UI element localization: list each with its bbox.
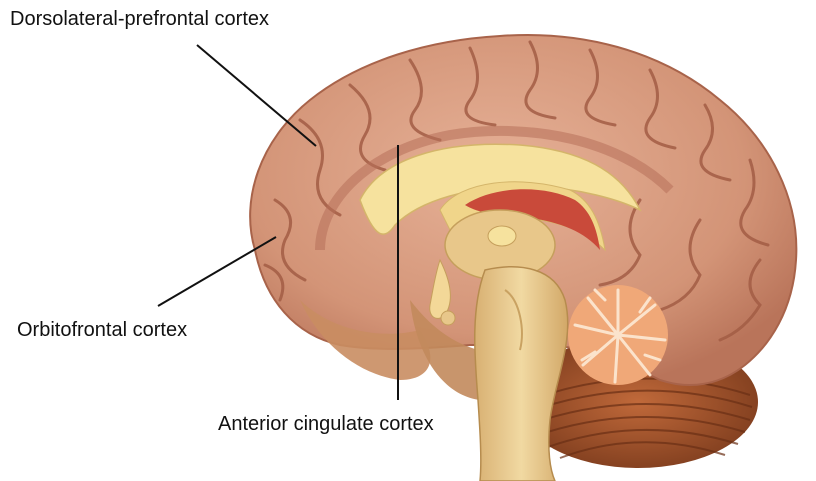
orbitofrontal-label: Orbitofrontal cortex	[17, 318, 187, 342]
arbor-vitae	[568, 285, 668, 385]
dlpfc-leader-line	[197, 45, 316, 146]
ofc-leader-line	[158, 237, 276, 306]
anterior-cingulate-label: Anterior cingulate cortex	[218, 412, 434, 436]
dorsolateral-prefrontal-label: Dorsolateral-prefrontal cortex	[10, 7, 269, 31]
